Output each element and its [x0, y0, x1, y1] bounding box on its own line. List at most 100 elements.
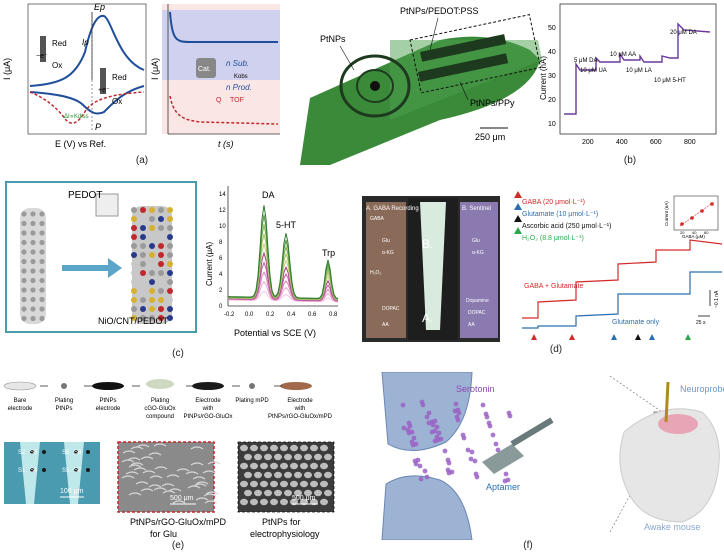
ptnps-particle — [304, 471, 312, 479]
serotonin-molecule — [503, 471, 509, 477]
cnt-tube — [20, 208, 46, 324]
inset-chart: GABA (μM) Current (nA) 20 40 60 — [664, 195, 719, 239]
cnt-atom — [30, 315, 36, 322]
serotonin-molecule — [480, 402, 486, 408]
sentinel-scheme — [460, 202, 498, 338]
ptnps-particle — [240, 462, 248, 470]
small-aa-2: AA — [468, 322, 475, 328]
sem-texture — [128, 492, 142, 496]
ptnps-particle — [294, 489, 302, 497]
ptnps-particle — [294, 453, 302, 461]
composite-atom — [140, 297, 146, 303]
composite-atom — [131, 288, 137, 294]
process-step-label: Electrode — [195, 398, 221, 404]
caption-e: (e) — [171, 540, 185, 551]
ep-label: Ep — [94, 2, 105, 12]
composite-atom — [167, 234, 173, 240]
c-ytick: 2 — [219, 288, 223, 294]
legend-marker — [514, 227, 522, 234]
ptnps-particle — [254, 471, 262, 479]
composite-atom — [131, 234, 137, 240]
caption-d: (d) — [549, 344, 563, 355]
serotonin-molecule — [461, 435, 467, 441]
serotonin-molecule — [401, 425, 407, 431]
c-ytick: 14 — [219, 192, 226, 198]
composite-atom — [131, 207, 137, 213]
b-label: B. Sentinel — [462, 206, 491, 212]
c-xtick: 0.0 — [245, 312, 254, 318]
legend: GABA (20 μmol·L⁻¹) Glutamate (10 μmol·L⁻… — [522, 199, 611, 242]
serotonin-molecule — [453, 401, 459, 407]
pedot-label: PtNPs/PEDOT:PSS — [400, 6, 479, 16]
annot-aa: 10 μM AA — [610, 52, 636, 58]
composite-atom — [167, 270, 173, 276]
dashed-box — [409, 14, 542, 94]
composite-atom — [149, 216, 155, 222]
serotonin-molecule — [422, 468, 428, 474]
ptnps-particle — [304, 453, 312, 461]
serotonin-molecule — [411, 435, 417, 441]
ptnps-particle — [270, 444, 278, 452]
ptnps-particle — [280, 480, 288, 488]
serotonin-molecule — [400, 402, 406, 408]
ptnps-particle — [250, 462, 258, 470]
sem-texture — [190, 462, 204, 466]
sem-texture — [202, 470, 216, 474]
b-ytick: 20 — [548, 97, 556, 104]
sem-texture — [149, 475, 163, 479]
site-dot — [86, 450, 90, 454]
serotonin-molecule — [420, 402, 426, 408]
rgo-disk — [192, 382, 224, 390]
annot-la: 10 μM LA — [626, 68, 652, 74]
serotonin-molecule — [406, 420, 412, 426]
sem-texture — [121, 475, 135, 479]
process-step-label: Plating mPD — [235, 398, 269, 404]
cnt-atom — [39, 230, 45, 236]
sem-texture — [148, 452, 162, 456]
c-xlabel: Potential vs SCE (V) — [234, 328, 316, 338]
c-xtick: 0.4 — [287, 312, 296, 318]
cv-forward-curve — [29, 14, 145, 87]
panel-a-figure: Ep Ip Red −e⁻ Ox Red +e⁻ Ox ΔI∝Kdiss P I… — [2, 2, 280, 149]
composite-atom — [131, 252, 137, 258]
strip-electrode-1 — [420, 34, 507, 62]
cv-ylabel: I (μA) — [2, 58, 12, 80]
e-top-label: −e⁻ — [36, 53, 48, 60]
sem-texture — [193, 483, 207, 487]
ptnps-particle — [240, 444, 248, 452]
b-ytick: 10 — [548, 121, 556, 128]
composite-atom — [131, 306, 137, 312]
ptnps-particle — [260, 498, 268, 506]
composite-atom — [140, 315, 146, 321]
sem-texture — [176, 468, 190, 472]
bare-electrode-disk — [3, 381, 37, 391]
c-ylabel: Current (μA) — [205, 241, 214, 286]
cnt-atom — [39, 277, 45, 284]
pedot-inset — [95, 193, 119, 217]
trace-label-gaba: GABA + Glutamate — [524, 283, 583, 290]
composite-atom — [140, 252, 146, 258]
ptnps-particle — [320, 480, 328, 488]
serotonin-molecule — [426, 410, 432, 416]
composite-atom — [167, 252, 173, 258]
sem-texture — [125, 471, 139, 475]
cat-label: Cat. — [198, 66, 211, 73]
q-label: Q — [216, 97, 222, 104]
process-step-label: Electrode — [287, 398, 313, 404]
p-label: P — [95, 122, 101, 132]
electrode-icon-2 — [100, 68, 106, 94]
ptnps-particle — [280, 444, 288, 452]
small-glu-2: Glu — [472, 238, 480, 244]
legend-h2o2: H₂O₂ (8.8 μmol·L⁻¹) — [522, 235, 584, 242]
cnt-atom — [39, 211, 45, 217]
trace-label-glu: Glutamate only — [612, 319, 660, 326]
serotonin-molecule — [454, 414, 460, 420]
ppy-pointer — [459, 81, 469, 101]
serotonin-molecule — [469, 449, 475, 455]
c-ytick: 4 — [219, 272, 223, 278]
cnt-atom — [30, 296, 36, 303]
cap-left-2: for Glu — [150, 529, 177, 539]
site-label: S4 — [30, 468, 38, 474]
